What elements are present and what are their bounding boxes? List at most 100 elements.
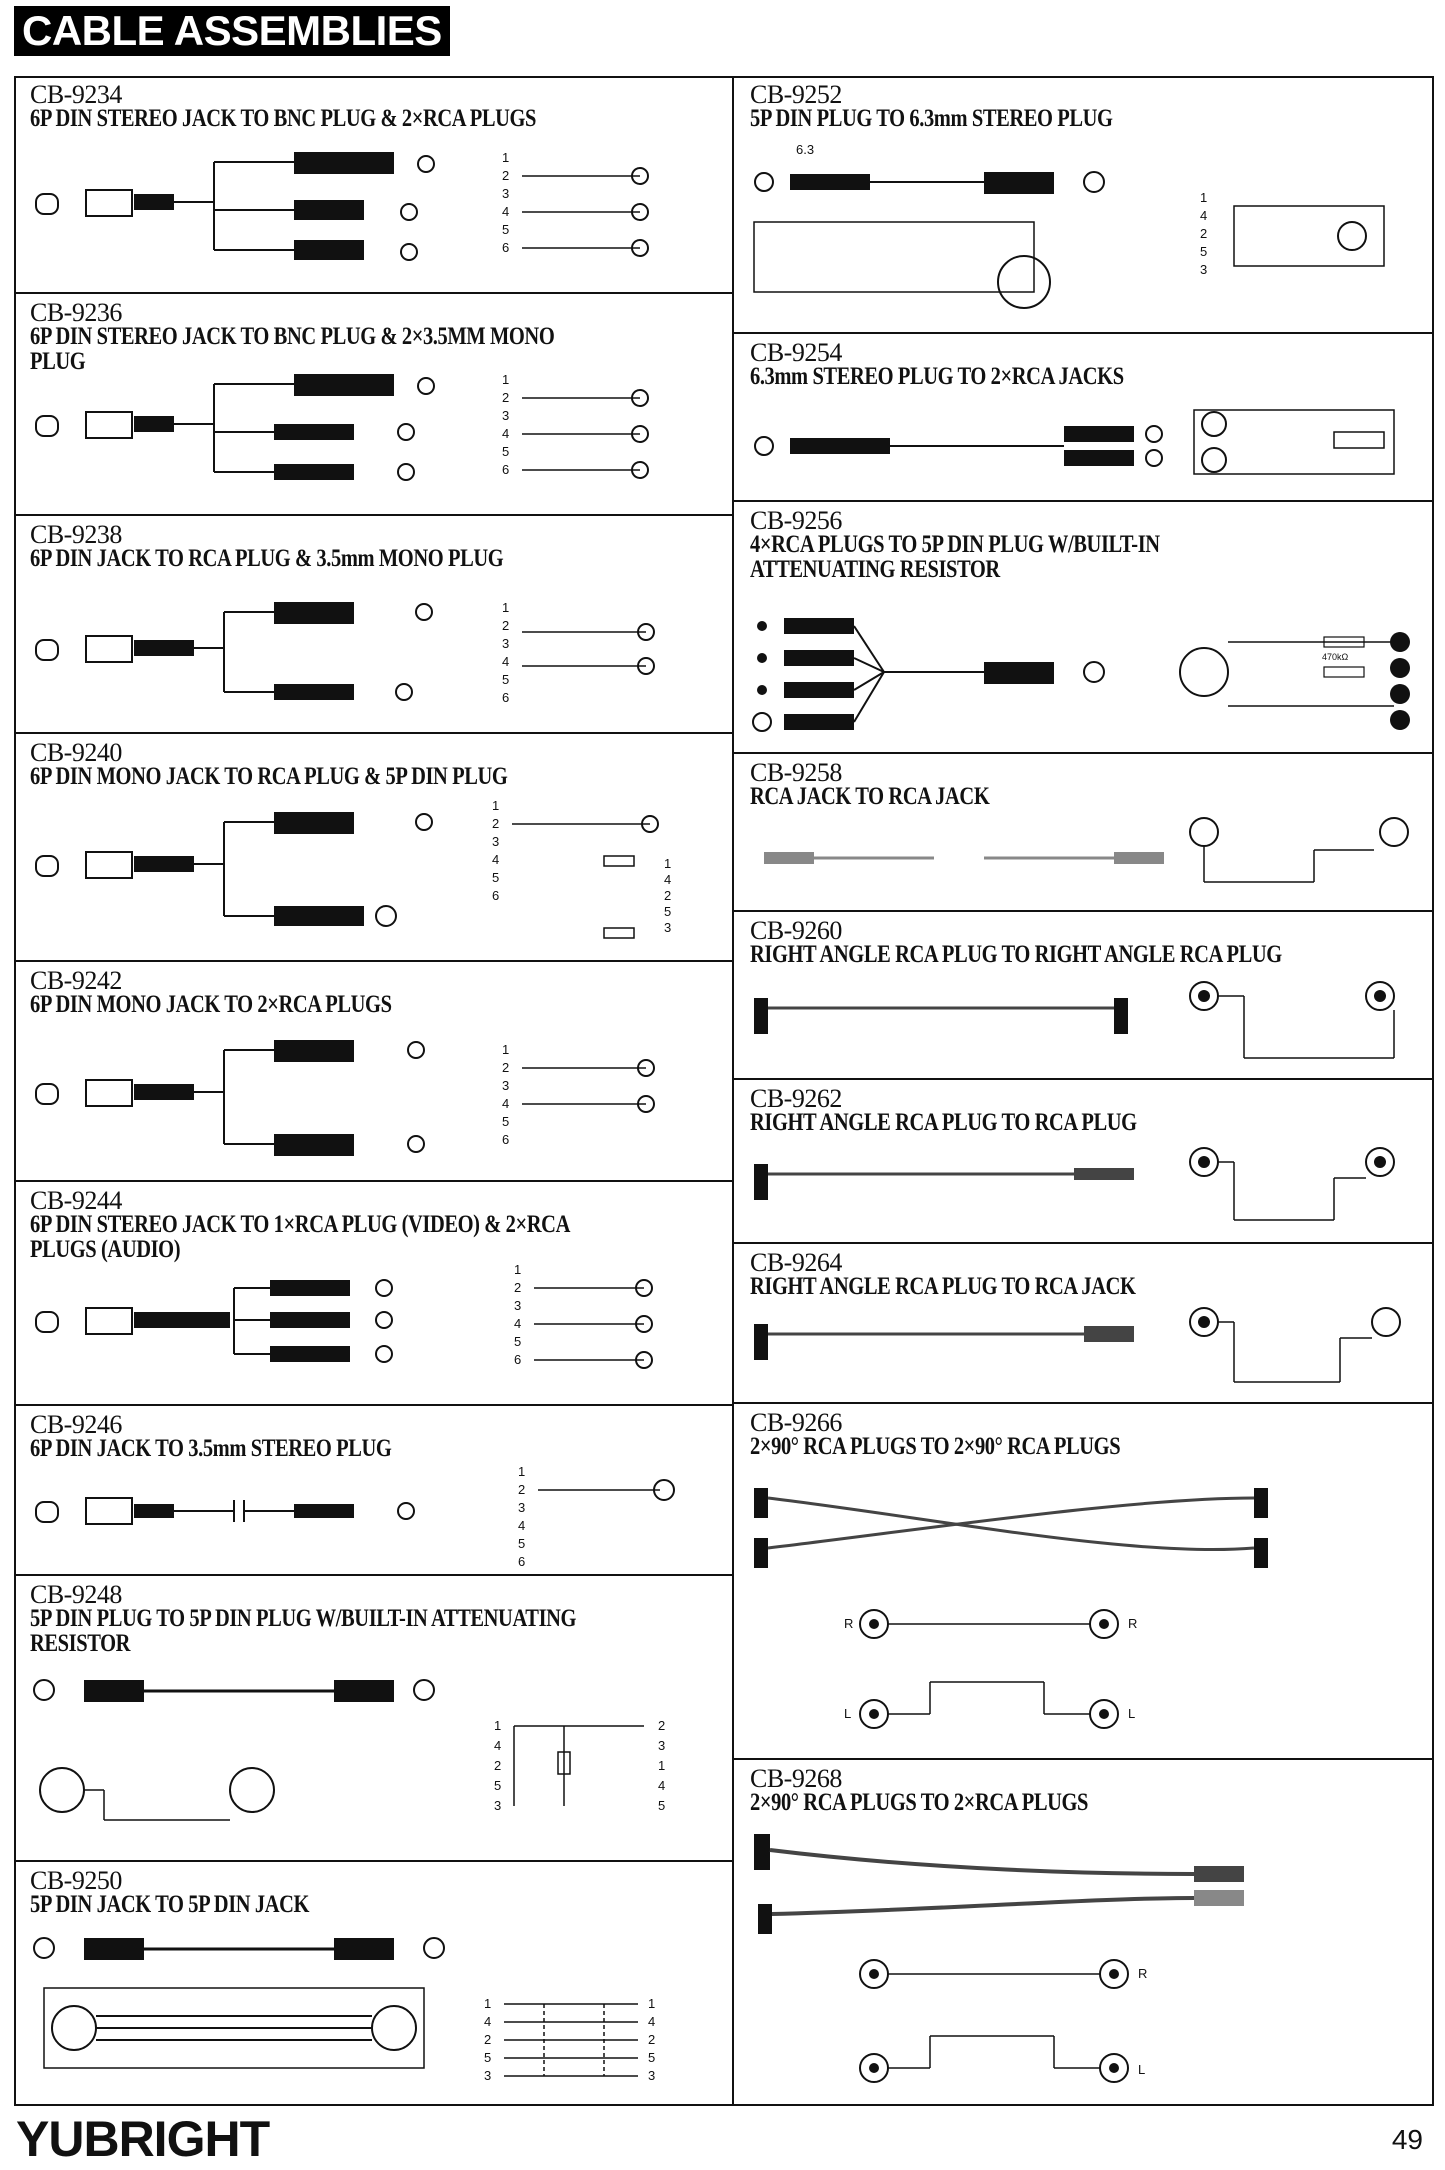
pin-label: 3 xyxy=(494,1798,501,1813)
catalog-entry: CB-9246 6P DIN JACK TO 3.5mm STEREO PLUG… xyxy=(14,1406,734,1576)
cable-diagram: 6.3 1 4 2 5 3 xyxy=(753,142,1385,309)
pin-label: 2 xyxy=(492,816,499,831)
pin-label: 5 xyxy=(1200,244,1207,259)
pin-label: 4 xyxy=(518,1518,525,1533)
catalog-entry: CB-9266 2×90° RCA PLUGS TO 2×90° RCA PLU… xyxy=(734,1404,1434,1760)
product-code: CB-9258 xyxy=(750,758,842,787)
cable-diagram: R R L L xyxy=(754,1488,1268,1729)
pin-label: 4 xyxy=(502,426,509,441)
pin-label: 4 xyxy=(1200,208,1207,223)
pin-label: 5 xyxy=(502,222,509,237)
pin-label: 3 xyxy=(502,636,509,651)
product-description: RIGHT ANGLE RCA PLUG TO RIGHT ANGLE RCA … xyxy=(750,941,1282,968)
pin-label: 1 xyxy=(494,1718,501,1733)
product-description: 2×90° RCA PLUGS TO 2×RCA PLUGS xyxy=(750,1789,1089,1816)
pin-label: 1 xyxy=(502,1042,509,1057)
pin-label: 6 xyxy=(502,1132,509,1147)
pin-label: 1 xyxy=(648,1996,655,2011)
channel-label: R xyxy=(1138,1966,1147,1981)
pin-label: 3 xyxy=(492,834,499,849)
cable-diagram xyxy=(754,1307,1401,1383)
pin-label: 3 xyxy=(502,1078,509,1093)
pin-label: 5 xyxy=(502,1114,509,1129)
product-code: CB-9236 xyxy=(30,298,122,327)
catalog-entry: CB-9238 6P DIN JACK TO RCA PLUG & 3.5mm … xyxy=(14,516,734,734)
cable-diagram: 1 2 3 4 5 6 xyxy=(35,150,649,261)
catalog-entry: CB-9256 4×RCA PLUGS TO 5P DIN PLUG W/BUI… xyxy=(734,502,1434,754)
cable-diagram: 1 2 3 4 5 6 xyxy=(35,1262,653,1369)
product-code: CB-9260 xyxy=(750,916,842,945)
pin-label: 1 xyxy=(484,1996,491,2011)
pin-label: 2 xyxy=(648,2032,655,2047)
pin-label: 6 xyxy=(502,240,509,255)
product-description: 6P DIN MONO JACK TO RCA PLUG & 5P DIN PL… xyxy=(30,763,508,790)
pin-label: 1 xyxy=(658,1758,665,1773)
cable-diagram xyxy=(754,409,1395,475)
product-code: CB-9256 xyxy=(750,506,842,535)
product-description: 6P DIN STEREO JACK TO 1×RCA PLUG (VIDEO)… xyxy=(30,1211,569,1263)
channel-label: L xyxy=(1138,2062,1145,2077)
product-code: CB-9264 xyxy=(750,1248,842,1277)
pin-label: 4 xyxy=(494,1738,501,1753)
pin-label: 4 xyxy=(514,1316,521,1331)
catalog-entry: CB-9254 6.3mm STEREO PLUG TO 2×RCA JACKS xyxy=(734,334,1434,502)
pin-label: 2 xyxy=(514,1280,521,1295)
catalog-entry: CB-9236 6P DIN STEREO JACK TO BNC PLUG &… xyxy=(14,294,734,516)
pin-label: 5 xyxy=(484,2050,491,2065)
pin-label: 5 xyxy=(492,870,499,885)
product-code: CB-9254 xyxy=(750,338,842,367)
channel-label: L xyxy=(844,1706,851,1721)
pin-label: 2 xyxy=(664,888,671,903)
pin-label: 3 xyxy=(664,920,671,935)
channel-label: R xyxy=(1128,1616,1137,1631)
page-title: CABLE ASSEMBLIES xyxy=(14,6,450,56)
pin-label: 2 xyxy=(484,2032,491,2047)
product-description: 4×RCA PLUGS TO 5P DIN PLUG W/BUILT-IN AT… xyxy=(750,531,1160,583)
pin-label: 2 xyxy=(502,168,509,183)
product-code: CB-9246 xyxy=(30,1410,122,1439)
product-description: RIGHT ANGLE RCA PLUG TO RCA PLUG xyxy=(750,1109,1137,1136)
pin-label: 2 xyxy=(502,390,509,405)
pin-label: 1 xyxy=(664,856,671,871)
pin-label: 5 xyxy=(502,672,509,687)
product-description: 6P DIN JACK TO RCA PLUG & 3.5mm MONO PLU… xyxy=(30,545,504,572)
pin-label: 2 xyxy=(658,1718,665,1733)
catalog-entry: CB-9234 6P DIN STEREO JACK TO BNC PLUG &… xyxy=(14,76,734,294)
pin-label: 4 xyxy=(492,852,499,867)
pin-label: 5 xyxy=(648,2050,655,2065)
pin-label: 5 xyxy=(518,1536,525,1551)
cable-diagram: 1 2 3 4 5 6 xyxy=(35,372,649,481)
cable-diagram: 1 2 3 4 5 6 xyxy=(35,1464,675,1569)
product-code: CB-9250 xyxy=(30,1866,122,1895)
catalog-entry: CB-9250 5P DIN JACK TO 5P DIN JACK 1 4 2… xyxy=(14,1862,734,2106)
product-code: CB-9252 xyxy=(750,80,842,109)
cable-diagram xyxy=(754,1147,1395,1221)
cable-diagram: 1 2 3 4 5 6 1 4 2 5 3 xyxy=(35,798,671,939)
catalog-entry: CB-9268 2×90° RCA PLUGS TO 2×RCA PLUGS R… xyxy=(734,1760,1434,2106)
catalog-entry: CB-9262 RIGHT ANGLE RCA PLUG TO RCA PLUG xyxy=(734,1080,1434,1244)
product-code: CB-9240 xyxy=(30,738,122,767)
pin-label: 6 xyxy=(518,1554,525,1569)
pin-label: 1 xyxy=(502,600,509,615)
pin-label: 4 xyxy=(502,654,509,669)
product-code: CB-9242 xyxy=(30,966,122,995)
pin-label: 5 xyxy=(502,444,509,459)
pin-label: 1 xyxy=(518,1464,525,1479)
pin-label: 6 xyxy=(502,690,509,705)
product-code: CB-9268 xyxy=(750,1764,842,1793)
pin-label: 2 xyxy=(1200,226,1207,241)
product-description: 5P DIN JACK TO 5P DIN JACK xyxy=(30,1891,310,1918)
diagram-label: 6.3 xyxy=(796,142,814,157)
pin-label: 6 xyxy=(514,1352,521,1367)
pin-label: 3 xyxy=(518,1500,525,1515)
catalog-entry: CB-9240 6P DIN MONO JACK TO RCA PLUG & 5… xyxy=(14,734,734,962)
cable-diagram: 470kΩ xyxy=(752,618,1410,732)
pin-label: 5 xyxy=(514,1334,521,1349)
product-code: CB-9238 xyxy=(30,520,122,549)
pin-label: 4 xyxy=(664,872,671,887)
pin-label: 4 xyxy=(502,1096,509,1111)
product-code: CB-9234 xyxy=(30,80,122,109)
pin-label: 3 xyxy=(514,1298,521,1313)
pin-label: 6 xyxy=(502,462,509,477)
cable-diagram: R L xyxy=(754,1834,1244,2083)
